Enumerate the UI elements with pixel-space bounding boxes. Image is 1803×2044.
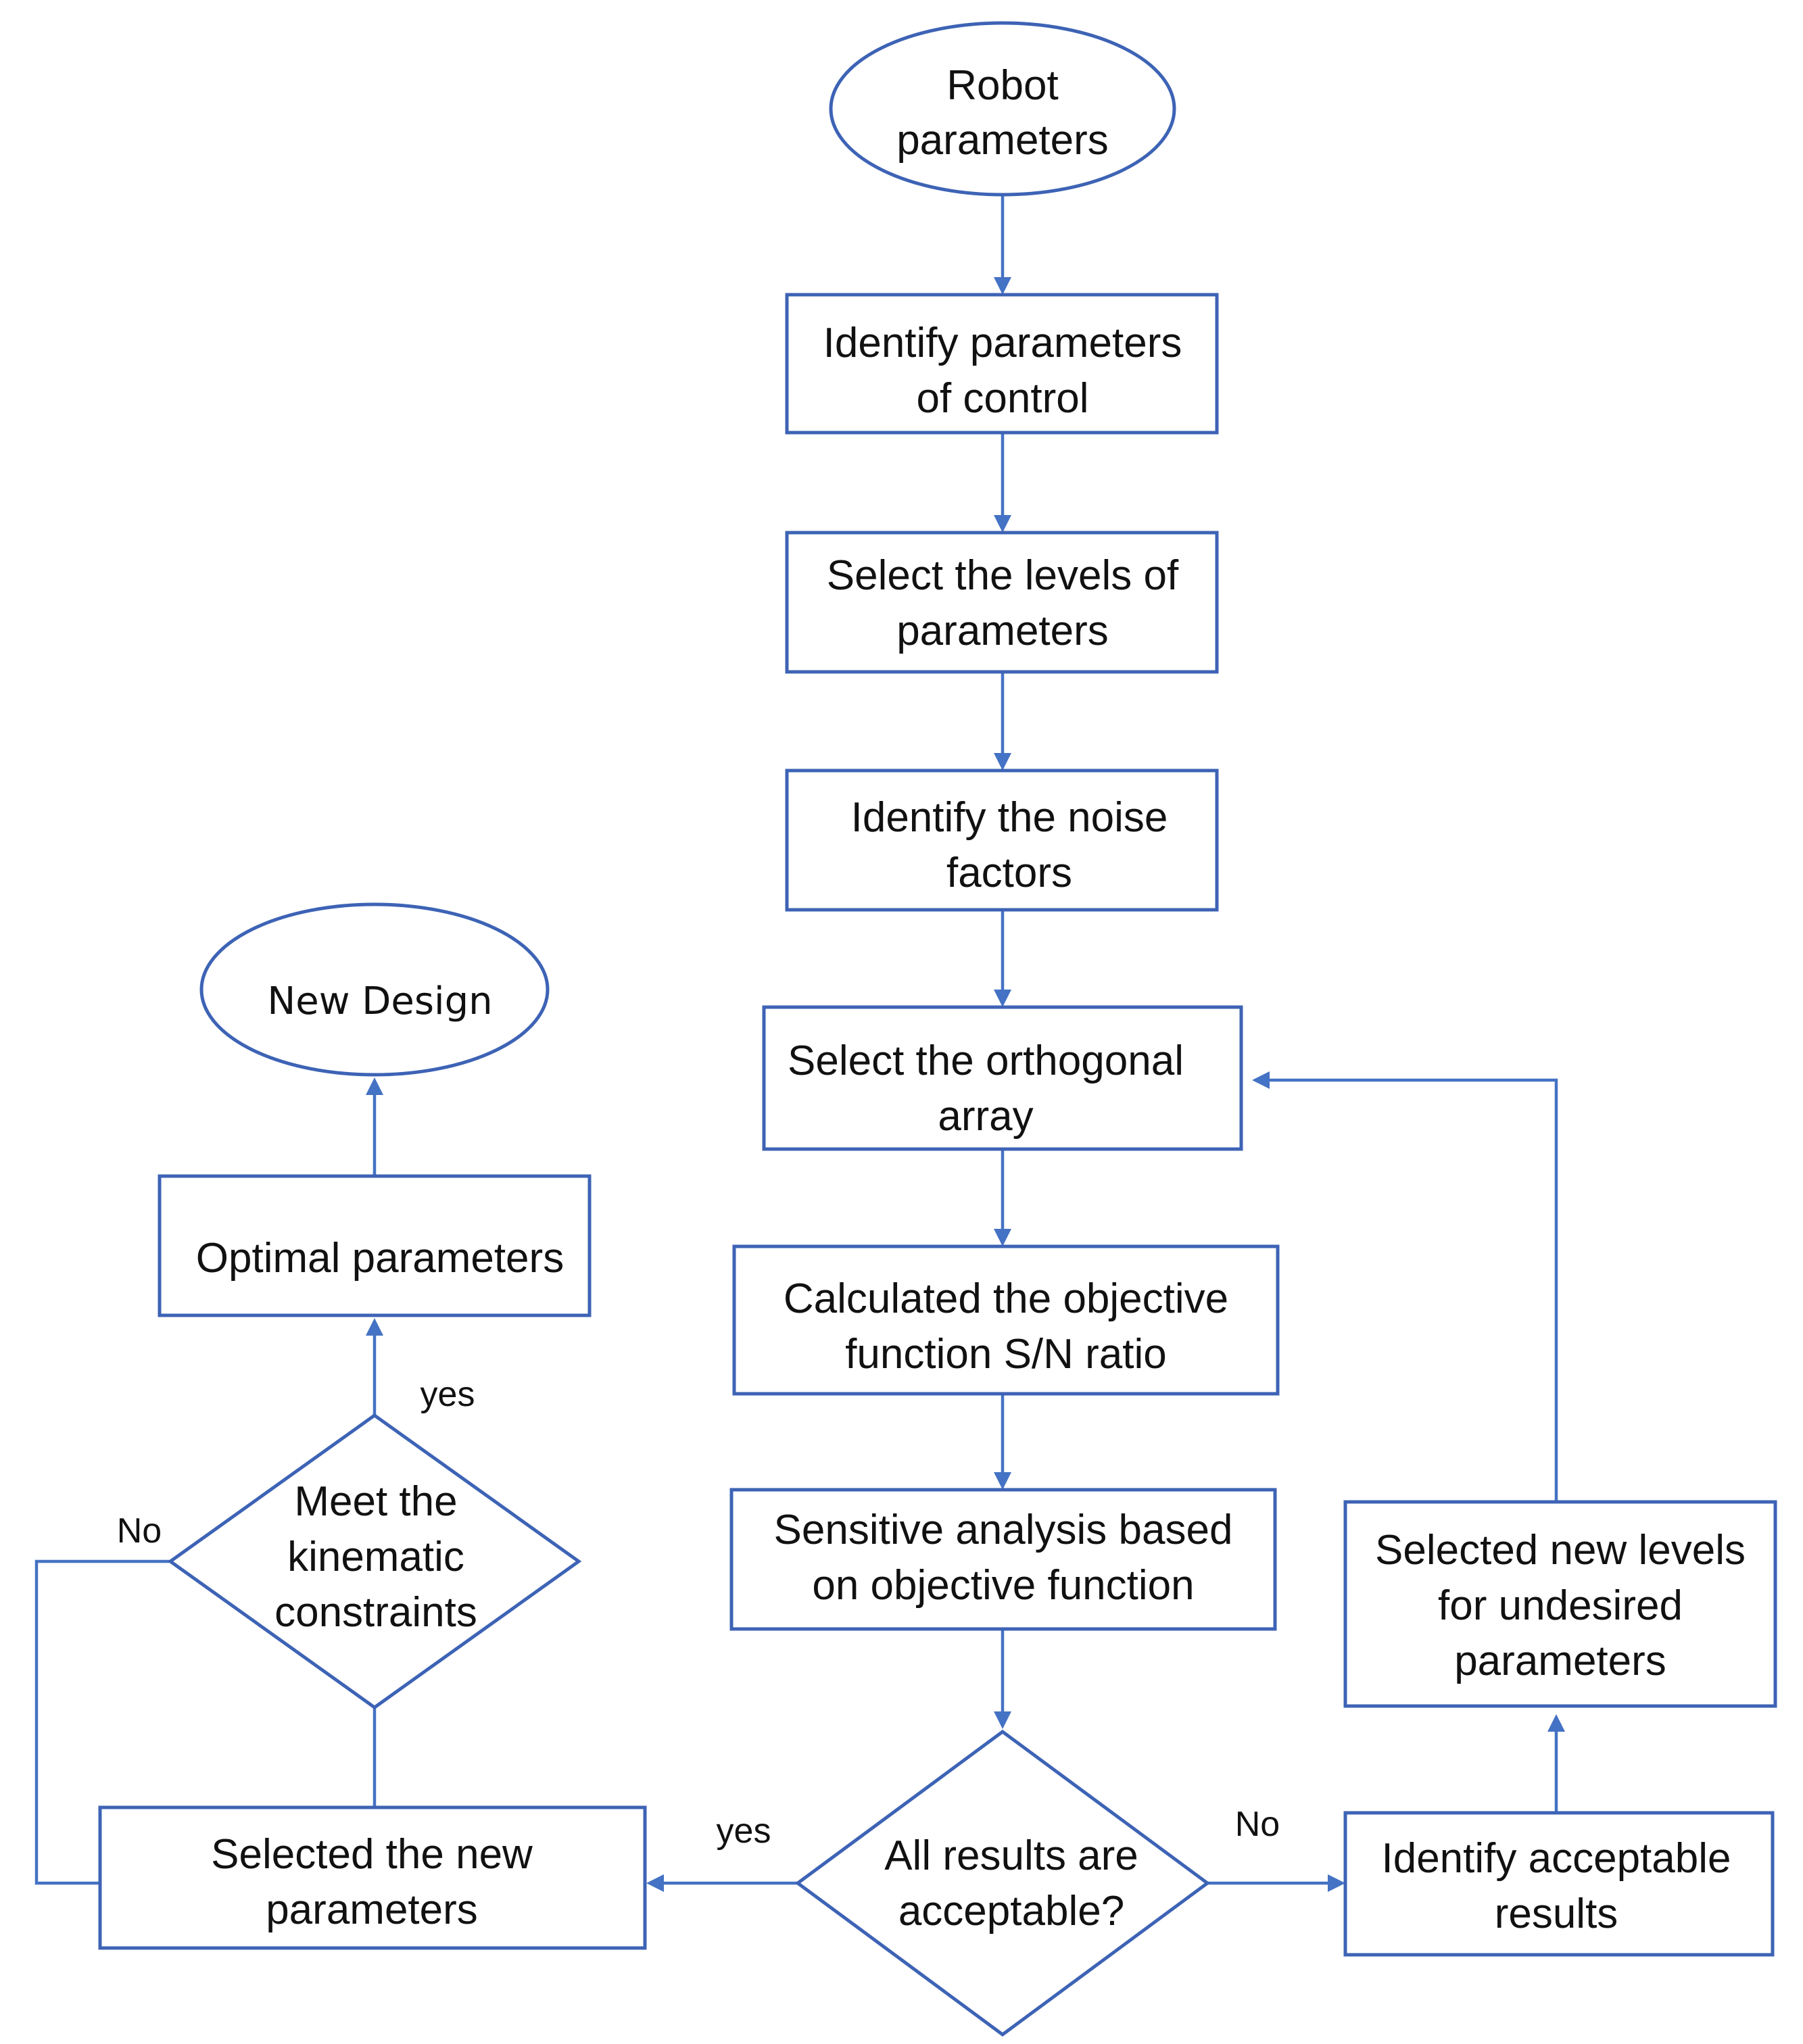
arrowhead (994, 277, 1011, 295)
node-all-results-acceptable: All results are acceptable? (794, 1729, 1211, 2037)
new-levels-line2: for undesired (1438, 1582, 1683, 1629)
edge-new-levels-to-orthogonal (1268, 1078, 1558, 1502)
robot-parameters-line1: Robot (946, 62, 1058, 109)
robot-parameters-line2: parameters (896, 117, 1109, 164)
select-levels-line2: parameters (896, 608, 1109, 654)
node-identify-noise-factors: Identify the noise factors (785, 769, 1219, 912)
node-robot-parameters: Robot parameters (829, 21, 1176, 197)
calculated-line2: function S/N ratio (845, 1331, 1167, 1378)
edge-kinematic-no-loop (34, 1559, 170, 1885)
arrowhead (994, 1472, 1011, 1490)
arrowhead (366, 1077, 383, 1095)
new-design-line1: New Design (267, 979, 492, 1023)
calculated-line1: Calculated the objective (784, 1275, 1228, 1322)
kinematic-line1: Meet the (294, 1478, 457, 1525)
sensitive-line1: Sensitive analysis based (774, 1507, 1233, 1553)
node-identify-parameters-of-control: Identify parameters of control (785, 293, 1219, 435)
noise-line2: factors (946, 850, 1072, 896)
node-meet-kinematic-constraints: Meet the kinematic constraints (167, 1413, 582, 1710)
edge-labels: yes No yes No (117, 1375, 1280, 1851)
node-calculated-objective: Calculated the objective function S/N ra… (732, 1244, 1280, 1396)
label-acceptable-yes: yes (717, 1811, 771, 1851)
arrowhead (646, 1874, 664, 1892)
kinematic-line3: constraints (274, 1589, 477, 1636)
identify-control-line2: of control (916, 375, 1088, 422)
new-levels-line3: parameters (1454, 1638, 1666, 1684)
acceptable-line1: Identify acceptable (1381, 1835, 1731, 1882)
identify-control-line1: Identify parameters (823, 320, 1182, 366)
decision-line2: acceptable? (898, 1888, 1124, 1934)
arrowhead (1547, 1714, 1565, 1732)
node-new-design: New Design (199, 902, 550, 1077)
select-levels-line1: Select the levels of (827, 552, 1179, 599)
arrowhead (994, 1229, 1011, 1246)
acceptable-line2: results (1495, 1891, 1618, 1937)
arrowhead (994, 753, 1011, 771)
kinematic-line2: kinematic (287, 1534, 464, 1580)
orthogonal-line1: Select the orthogonal (788, 1038, 1184, 1084)
node-identify-acceptable-results: Identify acceptable results (1343, 1811, 1775, 1957)
decision-line1: All results are (884, 1832, 1138, 1879)
node-select-orthogonal-array: Select the orthogonal array (762, 1005, 1243, 1151)
orthogonal-line2: array (938, 1093, 1033, 1140)
new-levels-line1: Selected new levels (1375, 1527, 1746, 1574)
node-selected-new-parameters: Selected the new parameters (98, 1805, 647, 1950)
sensitive-line2: on objective function (812, 1562, 1194, 1609)
label-kinematic-yes: yes (420, 1375, 475, 1414)
node-sensitive-analysis: Sensitive analysis based on objective fu… (729, 1488, 1277, 1631)
new-parameters-line1: Selected the new (211, 1831, 533, 1878)
arrowhead (994, 515, 1011, 533)
noise-line1: Identify the noise (851, 794, 1168, 841)
arrowhead (1328, 1874, 1345, 1892)
arrowhead (1252, 1071, 1270, 1089)
label-kinematic-no: No (117, 1511, 162, 1551)
node-optimal-parameters: Optimal parameters (158, 1174, 592, 1317)
arrowhead (994, 990, 1011, 1007)
node-select-levels: Select the levels of parameters (785, 531, 1219, 674)
arrowhead (994, 1711, 1011, 1729)
connectors (34, 196, 1565, 1892)
new-parameters-line2: parameters (266, 1887, 478, 1933)
arrowhead (366, 1318, 383, 1336)
node-selected-new-levels: Selected new levels for undesired parame… (1343, 1500, 1777, 1708)
label-acceptable-no: No (1235, 1805, 1280, 1844)
optimal-line1: Optimal parameters (196, 1235, 564, 1282)
